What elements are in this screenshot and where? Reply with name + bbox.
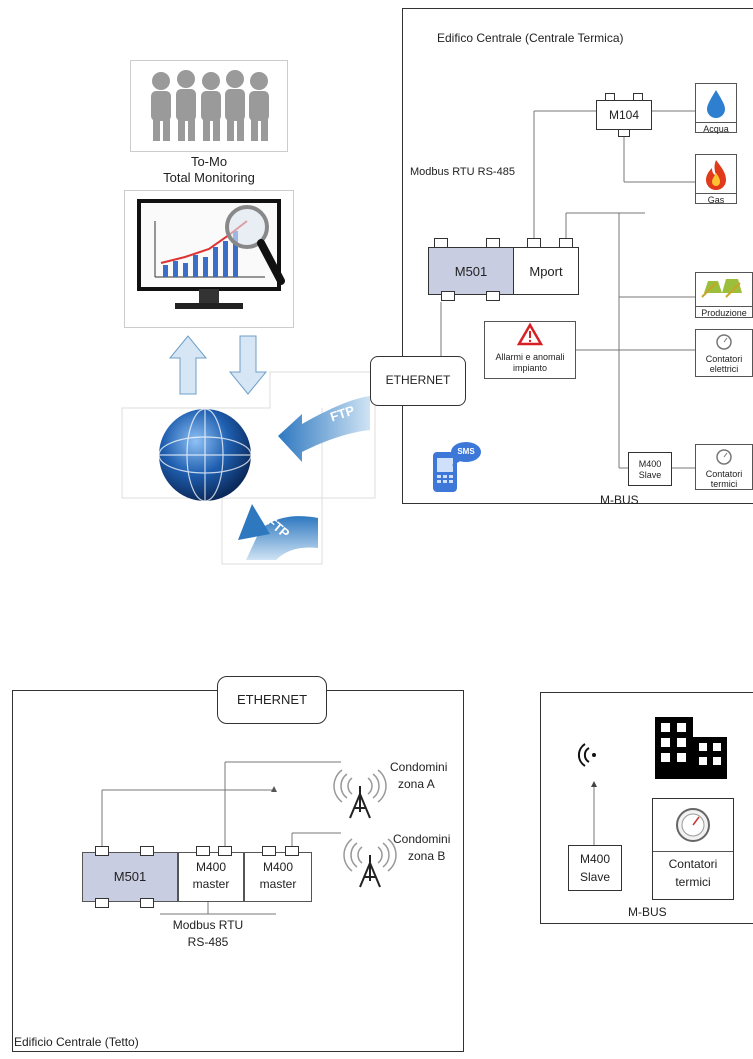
ethernet-label: ETHERNET xyxy=(385,373,451,387)
ethernet-box: ETHERNET xyxy=(370,356,466,406)
monitor-image xyxy=(124,190,294,328)
m501-port xyxy=(486,291,500,301)
warning-icon xyxy=(516,322,544,346)
electric-meter-label-line1: Contatori xyxy=(705,354,743,364)
sms-label: SMS xyxy=(457,447,475,456)
roof-m400-master-b: M400 master xyxy=(244,852,312,902)
water-label: Acqua xyxy=(696,122,736,134)
thermal-meter-label-line2: termici xyxy=(710,479,738,489)
mport-port xyxy=(527,238,541,248)
roof-title: Edificio Centrale (Tetto) xyxy=(14,1035,139,1049)
flame-icon xyxy=(706,160,726,190)
m104-module: M104 xyxy=(596,100,652,130)
m501-port xyxy=(434,238,448,248)
water-drop-icon xyxy=(707,90,725,118)
mport-module: Mport xyxy=(513,247,579,295)
remote-m400-line1: M400 xyxy=(579,852,611,866)
roof-port xyxy=(140,846,154,856)
roof-port xyxy=(140,898,154,908)
monitoring-title-line1: To-Mo xyxy=(190,154,228,169)
m400-slave-label-line2: Slave xyxy=(638,470,662,480)
zone-b-label-line2: zona B xyxy=(408,849,446,863)
remote-thermal-line1: Contatori xyxy=(668,857,718,871)
mport-port xyxy=(559,238,573,248)
gas-meter: Gas xyxy=(695,154,737,205)
m501-port xyxy=(486,238,500,248)
zone-a-label-line2: zona A xyxy=(398,777,435,791)
water-meter: Acqua xyxy=(695,83,737,134)
remote-m400-slave: M400 Slave xyxy=(568,845,622,891)
central-plant-panel xyxy=(402,8,753,504)
roof-port xyxy=(95,846,109,856)
m501-module: M501 xyxy=(428,247,514,295)
roof-port xyxy=(218,846,232,856)
monitor-chart-icon xyxy=(137,199,285,309)
m501-port xyxy=(441,291,455,301)
roof-port xyxy=(285,846,299,856)
remote-building-panel xyxy=(540,692,753,924)
roof-modbus-line2: RS-485 xyxy=(187,935,229,949)
roof-m501-module: M501 xyxy=(82,852,178,902)
gauge-icon xyxy=(676,808,710,842)
remote-m400-line2: Slave xyxy=(579,870,611,884)
gauge-icon xyxy=(716,334,732,350)
roof-ethernet-label: ETHERNET xyxy=(236,692,308,707)
m104-port xyxy=(605,93,615,101)
modbus-label: Modbus RTU RS-485 xyxy=(410,166,515,178)
mport-label: Mport xyxy=(529,264,563,279)
people-icon xyxy=(151,70,269,141)
mbus-label: M-BUS xyxy=(600,493,639,507)
roof-m501-label: M501 xyxy=(113,869,147,884)
alarms-label-line1: Allarmi e anomali xyxy=(495,352,565,362)
m501-label: M501 xyxy=(454,264,488,279)
zone-a-label-line1: Condomini xyxy=(390,760,448,774)
people-image xyxy=(130,60,288,152)
roof-port xyxy=(95,898,109,908)
roof-port xyxy=(196,846,210,856)
gauge-icon xyxy=(716,449,732,465)
m104-port xyxy=(618,129,630,137)
m400-slave-label-line1: M400 xyxy=(638,459,662,469)
roof-m400-master-a: M400 master xyxy=(178,852,244,902)
production-label: Produzione xyxy=(696,306,752,318)
electric-meter: Contatori elettrici xyxy=(695,329,753,377)
production-icon xyxy=(701,279,742,298)
monitoring-title-line2: Total Monitoring xyxy=(163,170,255,185)
roof-m400-a-line2: master xyxy=(192,877,230,891)
thermal-meter: Contatori termici xyxy=(695,444,753,490)
zone-b-label-line1: Condomini xyxy=(393,832,451,846)
m104-label: M104 xyxy=(608,108,640,122)
remote-meter-divider xyxy=(653,851,733,852)
m104-port xyxy=(633,93,643,101)
central-plant-title: Edifico Centrale (Centrale Termica) xyxy=(437,31,624,45)
remote-thermal-meter: Contatori termici xyxy=(652,798,734,900)
roof-m400-b-line2: master xyxy=(259,877,297,891)
gas-label: Gas xyxy=(696,193,736,205)
thermal-meter-label-line1: Contatori xyxy=(705,469,743,479)
roof-m400-a-line1: M400 xyxy=(195,860,227,874)
roof-ethernet-box: ETHERNET xyxy=(217,676,327,724)
roof-modbus-line1: Modbus RTU xyxy=(172,918,244,932)
electric-meter-label-line2: elettrici xyxy=(709,364,739,374)
production-meter: Produzione xyxy=(695,272,753,318)
remote-mbus-label: M-BUS xyxy=(628,905,667,919)
roof-port xyxy=(262,846,276,856)
m400-slave-module: M400 Slave xyxy=(628,452,672,486)
remote-thermal-line2: termici xyxy=(675,875,711,889)
roof-m400-b-line1: M400 xyxy=(262,860,294,874)
alarms-box: Allarmi e anomali impianto xyxy=(484,321,576,379)
alarms-label-line2: impianto xyxy=(512,363,548,373)
